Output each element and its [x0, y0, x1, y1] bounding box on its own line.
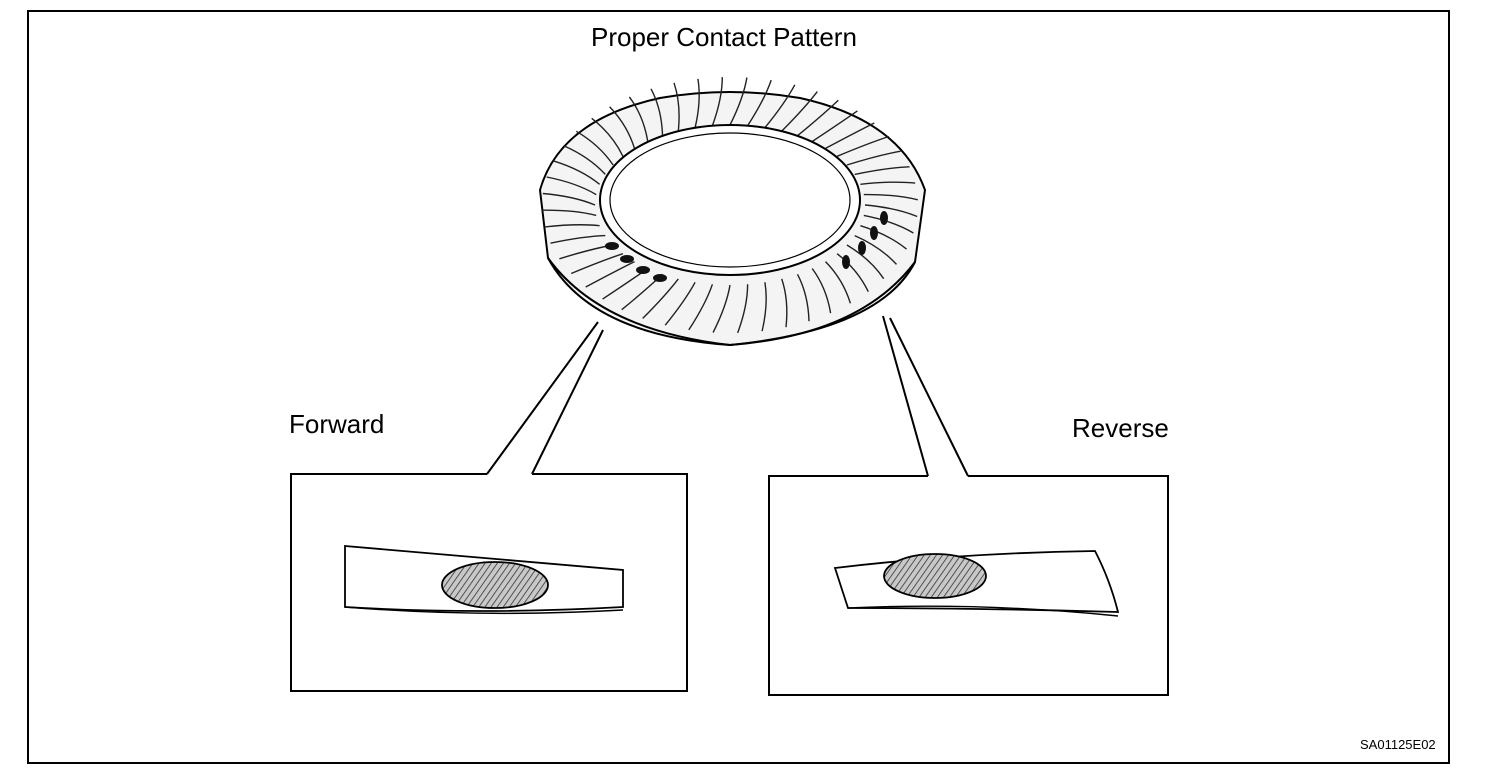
reverse-contact-pattern: [883, 553, 987, 599]
gear-tooth: [860, 181, 916, 185]
gear-tooth: [747, 79, 772, 127]
gear-tooth: [563, 144, 606, 175]
gear-tooth: [864, 204, 918, 218]
gear-tooth: [796, 273, 810, 322]
gear-tooth: [542, 209, 597, 217]
reverse-detail-box: [768, 475, 1169, 696]
gear-tooth: [854, 234, 898, 265]
gear-tooth: [553, 160, 601, 185]
gear-tooth: [642, 278, 679, 319]
gear-inner-bore: [599, 124, 861, 276]
gear-tooth: [712, 284, 731, 333]
gear-tooth: [628, 96, 649, 142]
figure-code: SA01125E02: [1360, 737, 1436, 752]
gear-tooth: [570, 253, 624, 275]
gear-tooth: [688, 284, 714, 331]
gear-tooth: [836, 135, 890, 157]
gear-tooth: [711, 77, 723, 126]
gear-tooth: [694, 78, 700, 128]
diagram-title: Proper Contact Pattern: [591, 22, 857, 52]
forward-label: Forward: [289, 409, 385, 439]
gear-tooth: [585, 260, 635, 288]
gear-tooth: [737, 284, 749, 334]
gear-tooth: [591, 117, 624, 157]
forward-detail-box: [290, 473, 688, 692]
gear-tooth: [609, 106, 636, 149]
gear-tooth: [811, 268, 832, 314]
gear-tooth: [825, 261, 852, 304]
gear-tooth: [863, 214, 914, 234]
gear-tooth: [575, 130, 614, 166]
gear-tooth: [860, 225, 907, 250]
gear-tooth: [854, 166, 910, 176]
gear-tooth: [825, 122, 875, 150]
gear-tooth: [846, 244, 885, 280]
gear-tooth: [729, 77, 748, 126]
figure-frame: [27, 10, 1450, 764]
reverse-label: Reverse: [1072, 413, 1169, 443]
gear-teeth: [542, 77, 918, 334]
gear-tooth: [544, 224, 600, 228]
gear-tooth: [664, 281, 696, 326]
gear-tooth: [650, 88, 664, 136]
forward-contact-pattern: [441, 561, 549, 609]
gear-contact-marks-left: [605, 242, 667, 282]
gear-tooth: [797, 99, 839, 137]
ring-gear: [538, 77, 927, 347]
gear-tooth: [781, 91, 818, 132]
gear-tooth: [811, 110, 858, 143]
gear-tooth: [846, 150, 901, 166]
gear-tooth: [863, 193, 918, 201]
gear-tooth: [781, 278, 788, 328]
callout-lines: [486, 315, 969, 477]
gear-tooth: [761, 282, 767, 332]
gear-tooth: [673, 82, 680, 132]
gear-tooth: [542, 192, 596, 206]
gear-tooth: [764, 84, 796, 129]
gear-tooth: [836, 253, 869, 293]
gear-tooth: [550, 234, 606, 244]
gear-tooth: [546, 176, 597, 196]
gear-contact-marks-right: [842, 211, 888, 269]
